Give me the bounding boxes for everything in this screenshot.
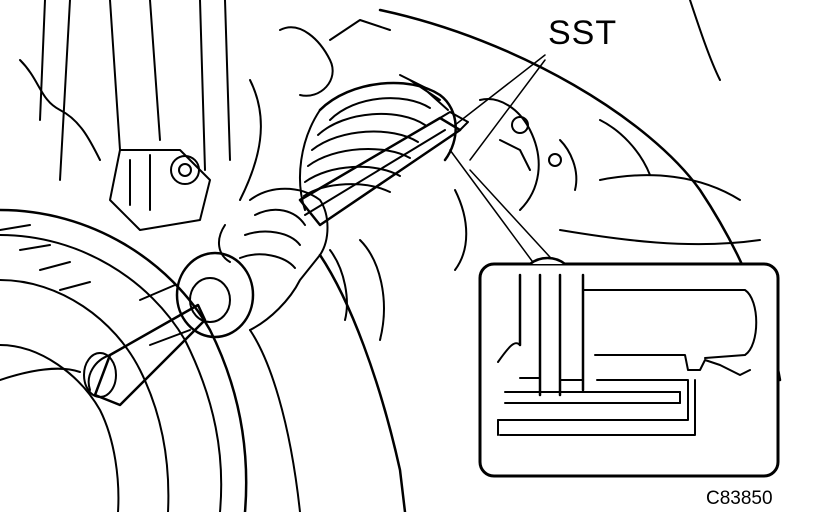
strut-assembly <box>20 0 390 230</box>
hammer <box>0 253 253 405</box>
detail-inset <box>480 258 778 476</box>
brake-disc <box>0 210 246 512</box>
sst-callout-label: SST <box>548 14 618 52</box>
sst-tool <box>300 112 468 225</box>
callout-leader-lines <box>450 55 560 268</box>
hand <box>219 189 405 512</box>
figure-code: C83850 <box>706 488 773 509</box>
drive-shaft-boot <box>300 75 456 210</box>
engine-background <box>330 99 650 340</box>
